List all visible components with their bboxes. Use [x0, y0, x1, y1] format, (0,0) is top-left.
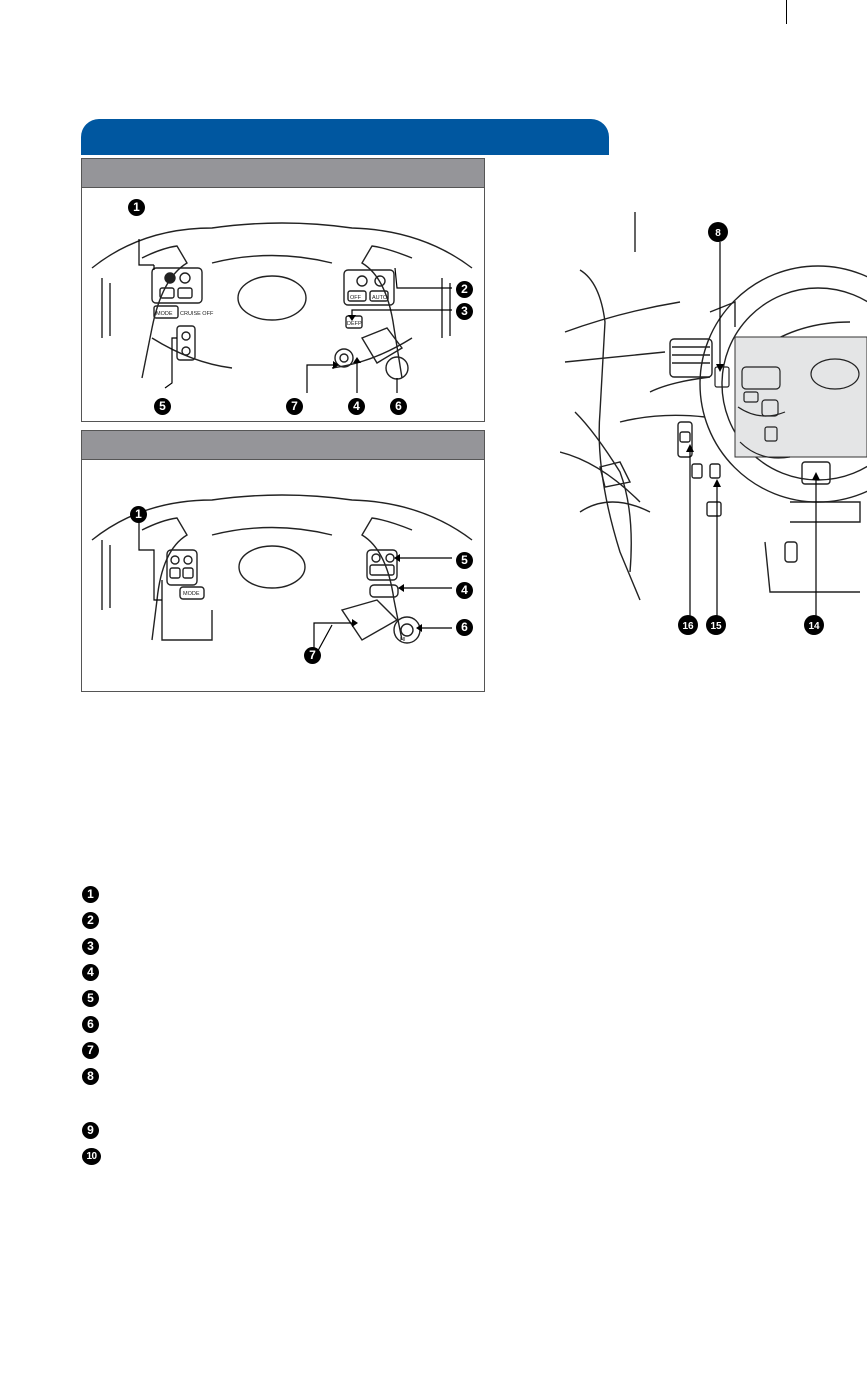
cruise-label: CRUISE OFF	[180, 311, 214, 317]
callout-badge-3: 3	[456, 303, 473, 320]
callout-badge-4: 4	[348, 398, 365, 415]
callout-badge-b-4: 4	[456, 582, 473, 599]
legend-item-4: 4	[82, 964, 382, 982]
mode-button-label: MODE	[156, 311, 173, 317]
legend-item-5: 5	[82, 990, 382, 1008]
callout-badge-2: 2	[456, 281, 473, 298]
callout-badge-7: 7	[286, 398, 303, 415]
off-button-label: OFF	[350, 295, 362, 301]
callout-16: 16	[682, 621, 694, 632]
legend-number-10: 10	[82, 1148, 101, 1165]
legend-item-7: 7	[82, 1042, 382, 1060]
defp-label: DEFP	[347, 321, 362, 327]
callout-badge-6: 6	[390, 398, 407, 415]
legend-item-10: 10	[82, 1148, 382, 1166]
legend-number-6: 6	[82, 1016, 99, 1033]
hi-label: HI	[400, 637, 406, 643]
legend-number-1: 1	[82, 886, 99, 903]
legend-number-4: 4	[82, 964, 99, 981]
legend-number-5: 5	[82, 990, 99, 1007]
dashboard-illustration: 8 16 15 14	[560, 212, 867, 635]
legend-number-2: 2	[82, 912, 99, 929]
steering-wheel-illustration-b: MODE HI	[91, 494, 473, 659]
callout-15: 15	[710, 621, 722, 632]
legend-item-3: 3	[82, 938, 382, 956]
callout-badge-b-1: 1	[130, 506, 147, 523]
legend-item-6: 6	[82, 1016, 382, 1034]
callout-badge-b-5: 5	[456, 552, 473, 569]
panel-a-header	[82, 159, 484, 188]
legend-item-8: 8	[82, 1068, 382, 1086]
legend-item-9: 9	[82, 1122, 382, 1140]
steering-wheel-illustration-a: MODE CRUISE OFF OFF AUTO DEFP	[91, 222, 473, 393]
section-header-banner	[81, 119, 609, 155]
steering-wheel-panel-a: MODE CRUISE OFF OFF AUTO DEFP 1 2 3 4 5 …	[81, 158, 485, 422]
callout-badge-b-7: 7	[304, 647, 321, 664]
legend-number-8: 8	[82, 1068, 99, 1085]
legend-number-3: 3	[82, 938, 99, 955]
legend-item-1: 1	[82, 886, 382, 904]
mode-button-label-b: MODE	[183, 591, 200, 597]
auto-button-label: AUTO	[372, 295, 388, 301]
legend-number-7: 7	[82, 1042, 99, 1059]
callout-badge-b-6: 6	[456, 619, 473, 636]
callout-badge-5: 5	[154, 398, 171, 415]
legend-item-2: 2	[82, 912, 382, 930]
callout-8: 8	[715, 228, 721, 239]
crop-mark	[786, 0, 787, 24]
callout-14: 14	[808, 621, 820, 632]
legend-number-9: 9	[82, 1122, 99, 1139]
steering-wheel-panel-b: MODE HI 1 5 4 6 7	[81, 430, 485, 692]
callout-badge-1: 1	[128, 199, 145, 216]
panel-b-header	[82, 431, 484, 460]
